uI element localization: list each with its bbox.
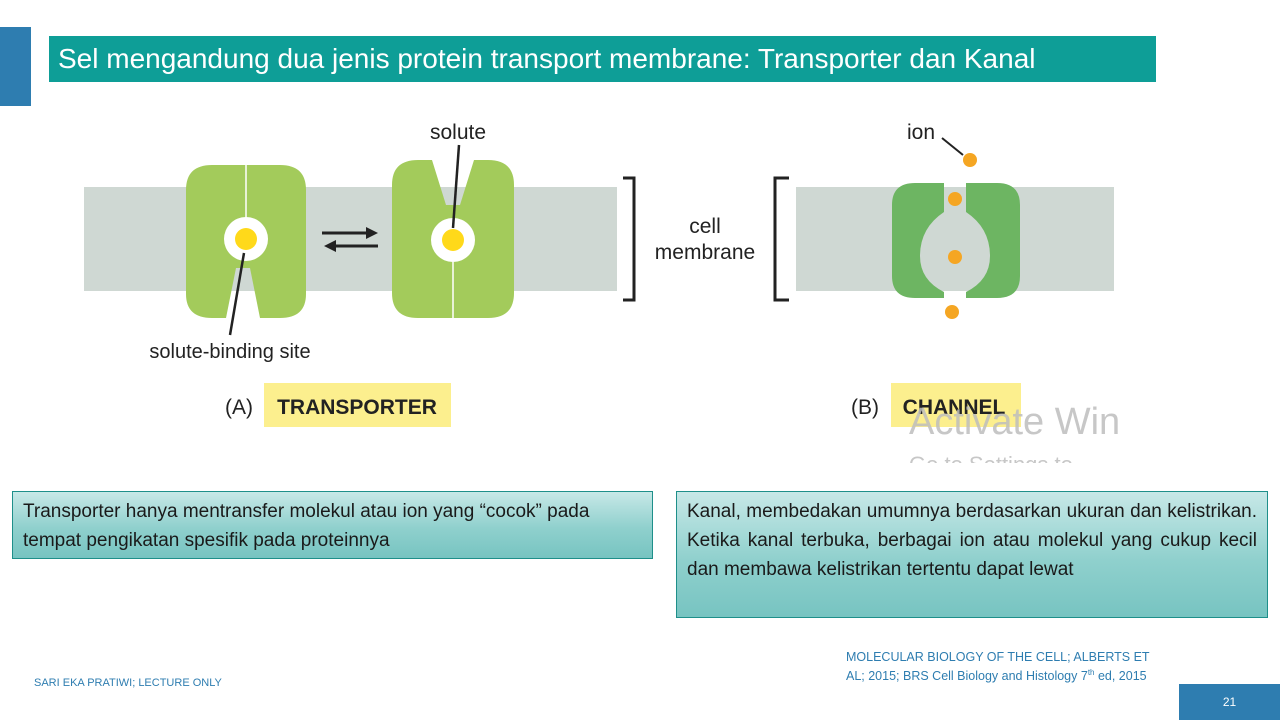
membrane-band-left	[84, 187, 617, 291]
page-number: 21	[1179, 684, 1280, 720]
membrane-protein-diagram: solute solute-binding site cell membrane…	[84, 121, 1120, 470]
slide-title: Sel mengandung dua jenis protein transpo…	[49, 36, 1156, 82]
transporter-protein-open-outward	[186, 165, 306, 318]
citation-end: ed, 2015	[1094, 669, 1147, 683]
activation-watermark: Activate Win Go to Settings to	[909, 401, 1120, 470]
footer-author: SARI EKA PRATIWI; LECTURE ONLY	[34, 677, 222, 689]
cell-membrane-label-line2: membrane	[655, 241, 755, 264]
cell-membrane-label-line1: cell	[689, 215, 721, 238]
membrane-bracket-right	[773, 176, 789, 302]
binding-site-pointer-line	[228, 252, 246, 336]
ion-dot	[945, 305, 959, 319]
solute-label: solute	[430, 121, 486, 144]
channel-protein	[892, 153, 1020, 319]
citation-main: MOLECULAR BIOLOGY OF THE CELL; ALBERTS E…	[846, 650, 1150, 683]
transporter-description-text: Transporter hanya mentransfer molekul at…	[23, 501, 590, 551]
reference-citation: MOLECULAR BIOLOGY OF THE CELL; ALBERTS E…	[846, 648, 1166, 686]
ion-pointer-line	[941, 137, 964, 156]
panel-b-highlight	[891, 383, 1021, 427]
ion-dot	[963, 153, 977, 167]
ion-dot	[948, 192, 962, 206]
solute-dot-bound	[442, 229, 464, 251]
transporter-description-box: Transporter hanya mentransfer molekul at…	[12, 491, 653, 559]
panel-a-name: TRANSPORTER	[277, 396, 437, 419]
channel-description-box: Kanal, membedakan umumnya berdasarkan uk…	[676, 491, 1268, 618]
channel-description-text: Kanal, membedakan umumnya berdasarkan uk…	[687, 501, 1257, 580]
transport-figure: solute solute-binding site cell membrane…	[0, 100, 1280, 470]
panel-a-letter: (A)	[225, 396, 253, 419]
membrane-bracket-left	[623, 176, 636, 302]
solute-pointer-line	[451, 144, 461, 229]
watermark-line1: Activate Win	[909, 401, 1120, 443]
transporter-protein-open-inward	[392, 160, 514, 318]
citation-superscript: th	[1087, 667, 1095, 677]
exchange-arrows	[322, 227, 378, 252]
solute-binding-site-label: solute-binding site	[149, 341, 310, 363]
watermark-line2: Go to Settings to	[909, 452, 1073, 470]
solute-dot	[235, 228, 257, 250]
panel-a-highlight	[264, 383, 451, 427]
ion-label: ion	[907, 121, 935, 144]
panel-b-name: CHANNEL	[903, 396, 1006, 419]
panel-b-letter: (B)	[851, 396, 879, 419]
left-accent-bar	[0, 27, 31, 106]
ion-dot	[948, 250, 962, 264]
